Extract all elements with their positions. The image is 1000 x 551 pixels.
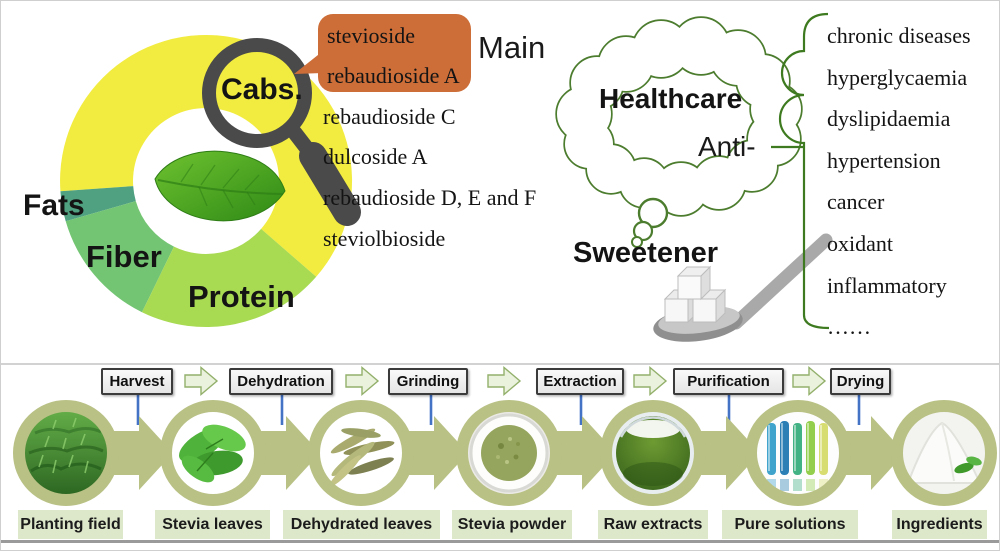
stage-arrow-icons [109,416,905,490]
stage-photo-pure-solutions [756,411,840,495]
stage-label-pure-solutions: Pure solutions [722,510,858,539]
label-sweetener: Sweetener [573,237,719,269]
stage-label-dehydrated-leaves: Dehydrated leaves [283,510,440,539]
benefits-bracket [771,12,830,330]
glycoside-item-4: steviolbioside [323,226,446,251]
slice-fiber [65,201,174,313]
composition-donut [60,34,353,327]
label-cabs: Cabs. [221,73,303,106]
callout-bubble [294,14,471,92]
benefit-item: hypertension [827,147,941,173]
step-box-purification: Purification [673,368,784,395]
label-fats: Fats [23,189,85,222]
slice-cabs [60,34,353,277]
bottom-rule-line [1,540,999,543]
label-fiber: Fiber [86,239,162,274]
step-box-dehydration: Dehydration [229,368,333,395]
step-box-harvest: Harvest [101,368,173,395]
benefit-item: hyperglycaemia [827,64,968,90]
glycoside-highlight-1: stevioside [327,23,415,48]
stage-photo-dehydrated-leaves [319,411,403,495]
benefit-item: inflammatory [827,272,947,298]
benefit-item: chronic diseases [827,23,971,48]
glycoside-item-3: rebaudioside D, E and F [323,185,537,210]
benefit-item: oxidant [827,230,893,256]
step-box-grinding: Grinding [388,368,468,395]
step-arrow-icons [184,365,827,397]
glycoside-highlight-2: rebaudioside A [327,63,460,88]
thought-cloud-icon [555,16,803,248]
spoon-sugar-icon [653,233,833,342]
benefit-item: cancer [827,189,885,215]
stage-photo-stevia-leaves [171,411,255,495]
label-main: Main [478,30,546,65]
stage-photo-planting-field [24,411,108,495]
stevia-leaf-icon [154,150,286,222]
glycoside-item-1: rebaudioside C [323,104,456,129]
stage-photo-stevia-powder [467,411,551,495]
stage-label-stevia-leaves: Stevia leaves [155,510,270,539]
glycoside-item-2: dulcoside A [323,144,428,169]
benefit-item: dyslipidaemia [827,106,951,132]
benefit-list: chronic diseases hyperglycaemia dyslipid… [827,15,971,348]
slice-fats [60,186,136,222]
stage-label-ingredients: Ingredients [892,510,987,539]
label-healthcare: Healthcare [599,83,743,114]
stage-photo-raw-extracts [611,411,695,495]
stage-photo-ingredients [902,411,986,495]
step-box-drying: Drying [830,368,891,395]
stage-ring-icons [13,400,997,506]
label-protein: Protein [188,279,295,314]
benefit-item-ellipsis: …… [827,314,871,340]
label-anti: Anti- [698,131,756,162]
slice-protein [142,228,317,327]
stage-label-stevia-powder: Stevia powder [452,510,572,539]
step-box-extraction: Extraction [536,368,624,395]
stage-label-raw-extracts: Raw extracts [598,510,708,539]
process-flow [13,365,997,506]
stage-label-planting-field: Planting field [18,510,123,539]
half-separator-line [1,363,999,365]
magnifier-icon [202,38,361,226]
